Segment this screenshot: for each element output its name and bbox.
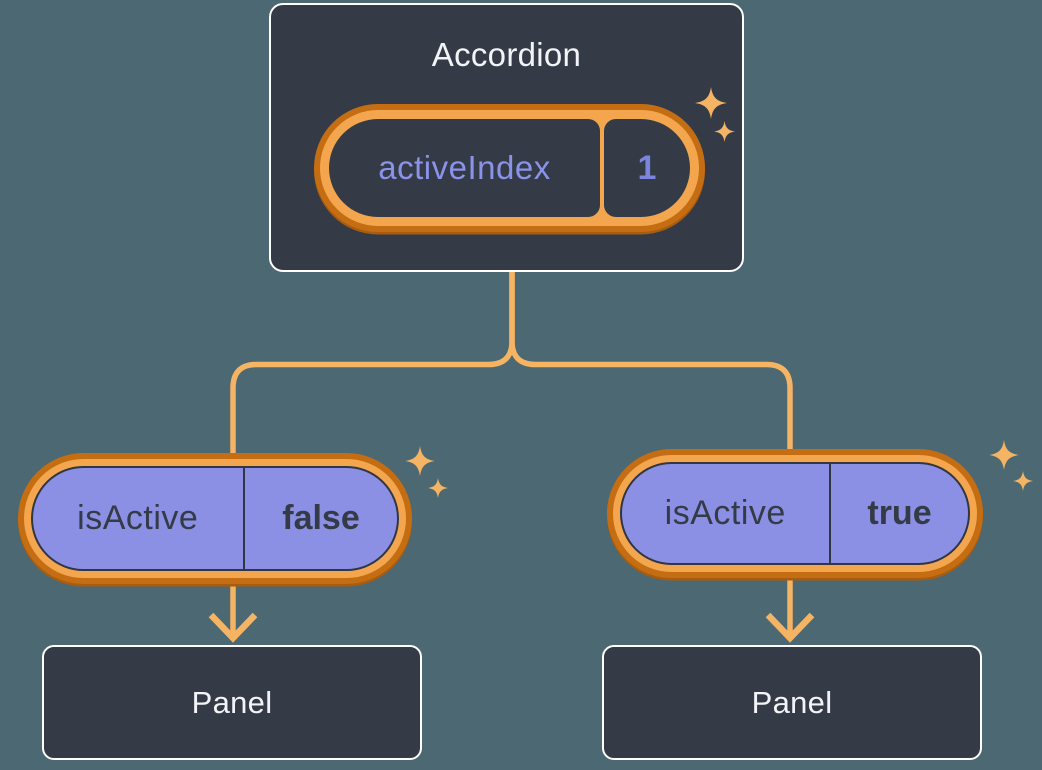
sparkle-icon	[989, 440, 1019, 470]
sparkle-icon	[405, 446, 435, 476]
prop-name-label: isActive	[664, 494, 786, 532]
prop-pill-inner: isActive true	[620, 462, 970, 565]
accordion-title: Accordion	[431, 36, 582, 73]
prop-name-cell: isActive	[622, 464, 829, 563]
prop-name-cell: isActive	[33, 468, 243, 569]
prop-name-label: isActive	[77, 499, 199, 537]
prop-value-cell: false	[245, 468, 397, 569]
prop-value-label: false	[282, 499, 360, 537]
sparkle-icon	[714, 121, 735, 142]
sparkle-icon	[428, 478, 448, 498]
state-value-label: 1	[637, 148, 657, 187]
sparkle-icon	[695, 87, 727, 119]
prop-value-cell: true	[831, 464, 968, 563]
panel-label: Panel	[751, 684, 833, 720]
pill-divider	[828, 464, 831, 563]
state-pill: activeIndex 1	[314, 104, 705, 232]
prop-pill-left: isActive false	[18, 453, 412, 584]
state-name-label: activeIndex	[378, 149, 551, 186]
panel-label: Panel	[191, 684, 273, 720]
panel-node-left: Panel	[42, 645, 422, 760]
accordion-node: Accordion activeIndex 1	[269, 3, 744, 272]
state-value-cell: 1	[604, 119, 690, 217]
panel-node-right: Panel	[602, 645, 982, 760]
prop-pill-inner: isActive false	[31, 466, 399, 571]
sparkle-icon	[1013, 471, 1033, 491]
pill-divider	[242, 468, 245, 569]
prop-value-label: true	[867, 494, 932, 532]
state-name-cell: activeIndex	[329, 119, 600, 217]
down-arrow-icon	[765, 612, 815, 643]
down-arrow-icon	[208, 612, 258, 643]
prop-pill-right: isActive true	[607, 449, 983, 578]
connector-branch-right	[509, 272, 793, 635]
